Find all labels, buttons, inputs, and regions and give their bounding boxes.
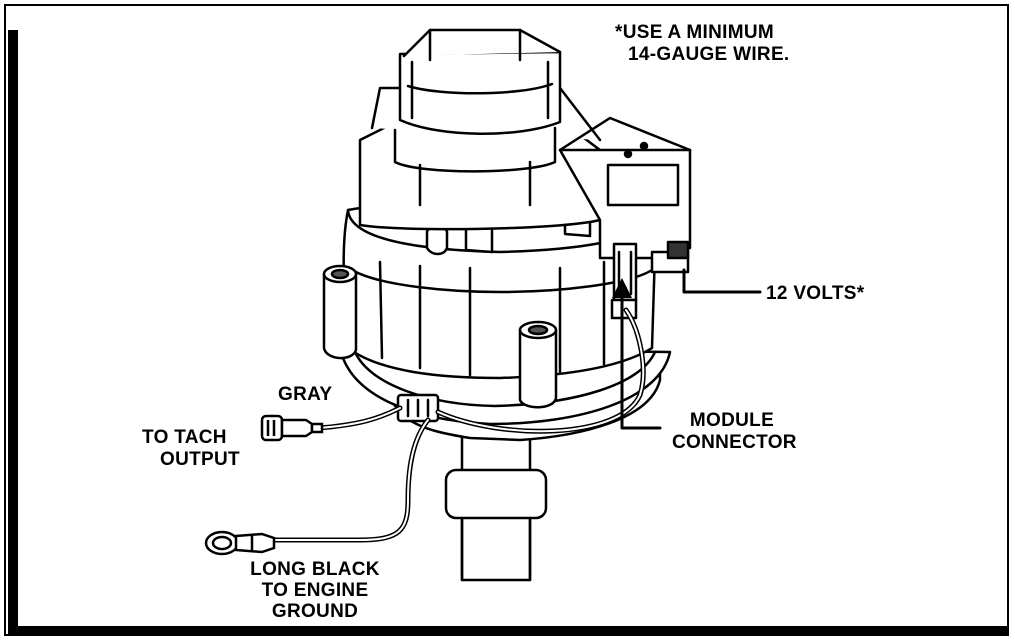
module-label-line2: CONNECTOR bbox=[672, 432, 797, 453]
wire-note-line2: 14-GAUGE WIRE. bbox=[628, 44, 790, 65]
gray-tach-wire bbox=[315, 405, 403, 431]
ground-label-line1: LONG BLACK bbox=[250, 559, 380, 580]
ring-terminal bbox=[204, 530, 276, 556]
frame-shadow-left bbox=[8, 30, 18, 636]
tach-label-line2: OUTPUT bbox=[160, 449, 240, 470]
distributor-shaft bbox=[444, 426, 548, 582]
side-towers bbox=[322, 264, 558, 409]
gray-wire-label: GRAY bbox=[278, 384, 333, 405]
frame-shadow-bottom bbox=[8, 626, 1009, 636]
ground-label-line2: TO ENGINE bbox=[261, 580, 369, 601]
wire-note-line1: *USE A MINIMUM bbox=[615, 22, 775, 43]
harness-connector bbox=[396, 393, 440, 423]
module-leader bbox=[620, 288, 662, 430]
module-arrow bbox=[612, 278, 632, 298]
module-label-line1: MODULE bbox=[689, 410, 775, 431]
module-block bbox=[558, 116, 692, 320]
tach-connector bbox=[260, 414, 324, 442]
ground-label-line3: GROUND bbox=[271, 601, 359, 622]
volts-label: 12 VOLTS* bbox=[766, 283, 865, 304]
tach-label-line1: TO TACH bbox=[142, 427, 227, 448]
volts-leader bbox=[682, 268, 762, 294]
coil-housing bbox=[358, 28, 602, 231]
